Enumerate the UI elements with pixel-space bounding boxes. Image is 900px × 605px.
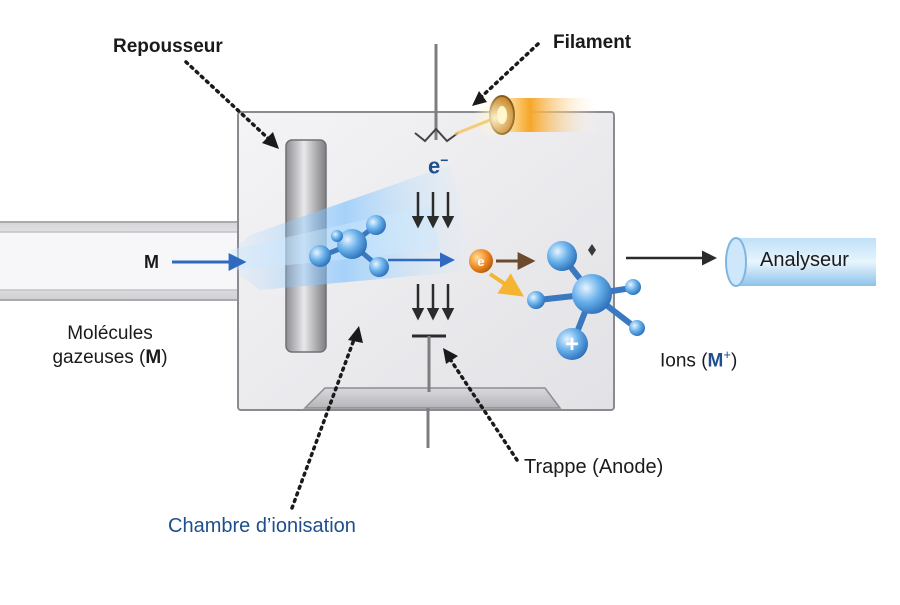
- molecule-icon: [309, 215, 389, 277]
- analyzer-tube: [725, 237, 876, 287]
- filament-pointer: [476, 42, 540, 102]
- ions-prefix: Ions (: [660, 350, 708, 372]
- molecules-label: Molécules gazeuses (M): [20, 322, 200, 370]
- ions-label: Ions (M+): [660, 347, 737, 372]
- filament-label: Filament: [553, 32, 632, 53]
- chambre-label: Chambre d’ionisation: [168, 515, 356, 537]
- electron-arrows-bottom: [411, 284, 455, 321]
- m-input-label: M: [144, 252, 159, 272]
- molecules-line2: gazeuses (M): [20, 346, 200, 370]
- filament-heater: [454, 95, 600, 140]
- filament-rod: [414, 44, 459, 143]
- electron-arrows-top: [411, 192, 455, 229]
- repousseur-label: Repousseur: [113, 36, 223, 57]
- molecules-line2-suffix: ): [161, 347, 168, 368]
- ion-molecule-icon: +: [527, 241, 645, 360]
- analyseur-label: Analyseur: [760, 249, 849, 271]
- trap-base-plate: [303, 387, 562, 448]
- repousseur-pointer: [184, 60, 274, 144]
- electron-letter: e: [428, 153, 441, 179]
- molecules-line2-m: M: [145, 347, 162, 368]
- pointer-heads: [262, 91, 487, 364]
- trappe-label: Trappe (Anode): [524, 456, 664, 478]
- ion-plus-sign: +: [565, 331, 579, 358]
- electron-ball-label: e: [477, 254, 484, 269]
- trap-anode: [412, 334, 446, 392]
- electron-icon: e: [469, 249, 493, 273]
- ions-suffix: ): [730, 350, 738, 372]
- ions-m: M: [707, 350, 724, 372]
- molecules-line2-prefix: gazeuses (: [52, 347, 146, 368]
- electron-superscript: −: [440, 152, 449, 168]
- ions-plus: +: [723, 347, 731, 362]
- trappe-pointer: [446, 354, 519, 462]
- pointer-lines: [184, 42, 540, 510]
- molecules-line1: Molécules: [67, 323, 153, 344]
- yellow-arrow: [488, 272, 524, 297]
- electron-label: e−: [428, 152, 448, 179]
- chambre-pointer: [290, 332, 358, 510]
